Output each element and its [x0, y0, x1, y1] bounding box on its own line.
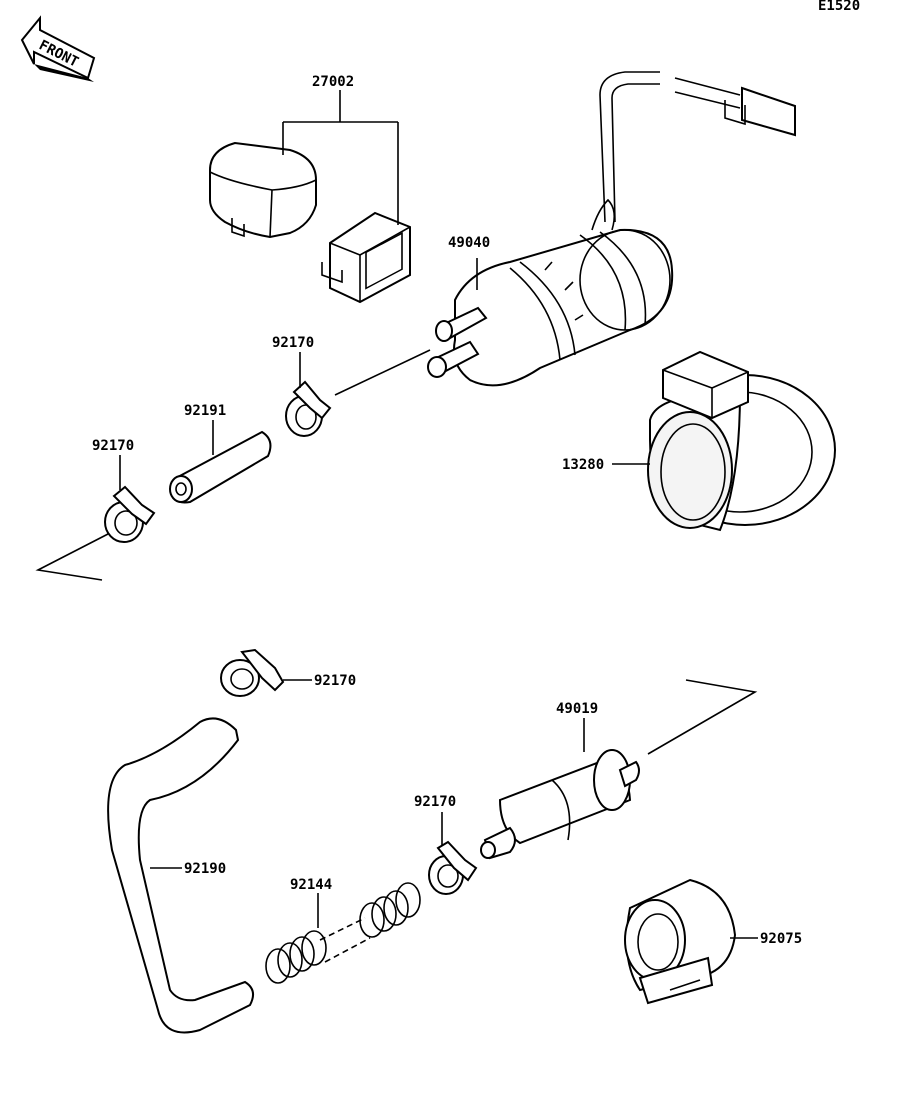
fuel-filter-part [480, 749, 640, 860]
clamp-d-part [428, 840, 478, 895]
clamp-b-part [104, 485, 156, 543]
relay-part [209, 141, 317, 239]
clamp-a-part [285, 380, 332, 437]
label-pump-bracket: 13280 [562, 457, 604, 473]
clamp-c-part [220, 648, 285, 697]
front-arrow-icon: FRONT [20, 15, 96, 82]
label-filter-holder: 92075 [760, 931, 802, 947]
label-relay: 27002 [312, 74, 354, 90]
label-spring: 92144 [290, 877, 332, 893]
label-hose-short: 92191 [184, 403, 226, 419]
label-hose-long: 92190 [184, 861, 226, 877]
fuel-pump-part [427, 71, 796, 387]
relay-holder-part [321, 211, 411, 304]
label-clamp-d: 92170 [414, 794, 456, 810]
label-clamp-a: 92170 [272, 335, 314, 351]
label-fuel-filter: 49019 [556, 701, 598, 717]
pump-bracket-part [647, 350, 836, 532]
label-fuel-pump: 49040 [448, 235, 490, 251]
filter-holder-part [624, 878, 737, 1005]
spring-part [265, 882, 421, 984]
label-clamp-c: 92170 [314, 673, 356, 689]
hose-long-part [107, 717, 255, 1034]
hose-short-part [169, 430, 272, 504]
diagram-code: E1520 [818, 0, 860, 14]
label-clamp-b: 92170 [92, 438, 134, 454]
